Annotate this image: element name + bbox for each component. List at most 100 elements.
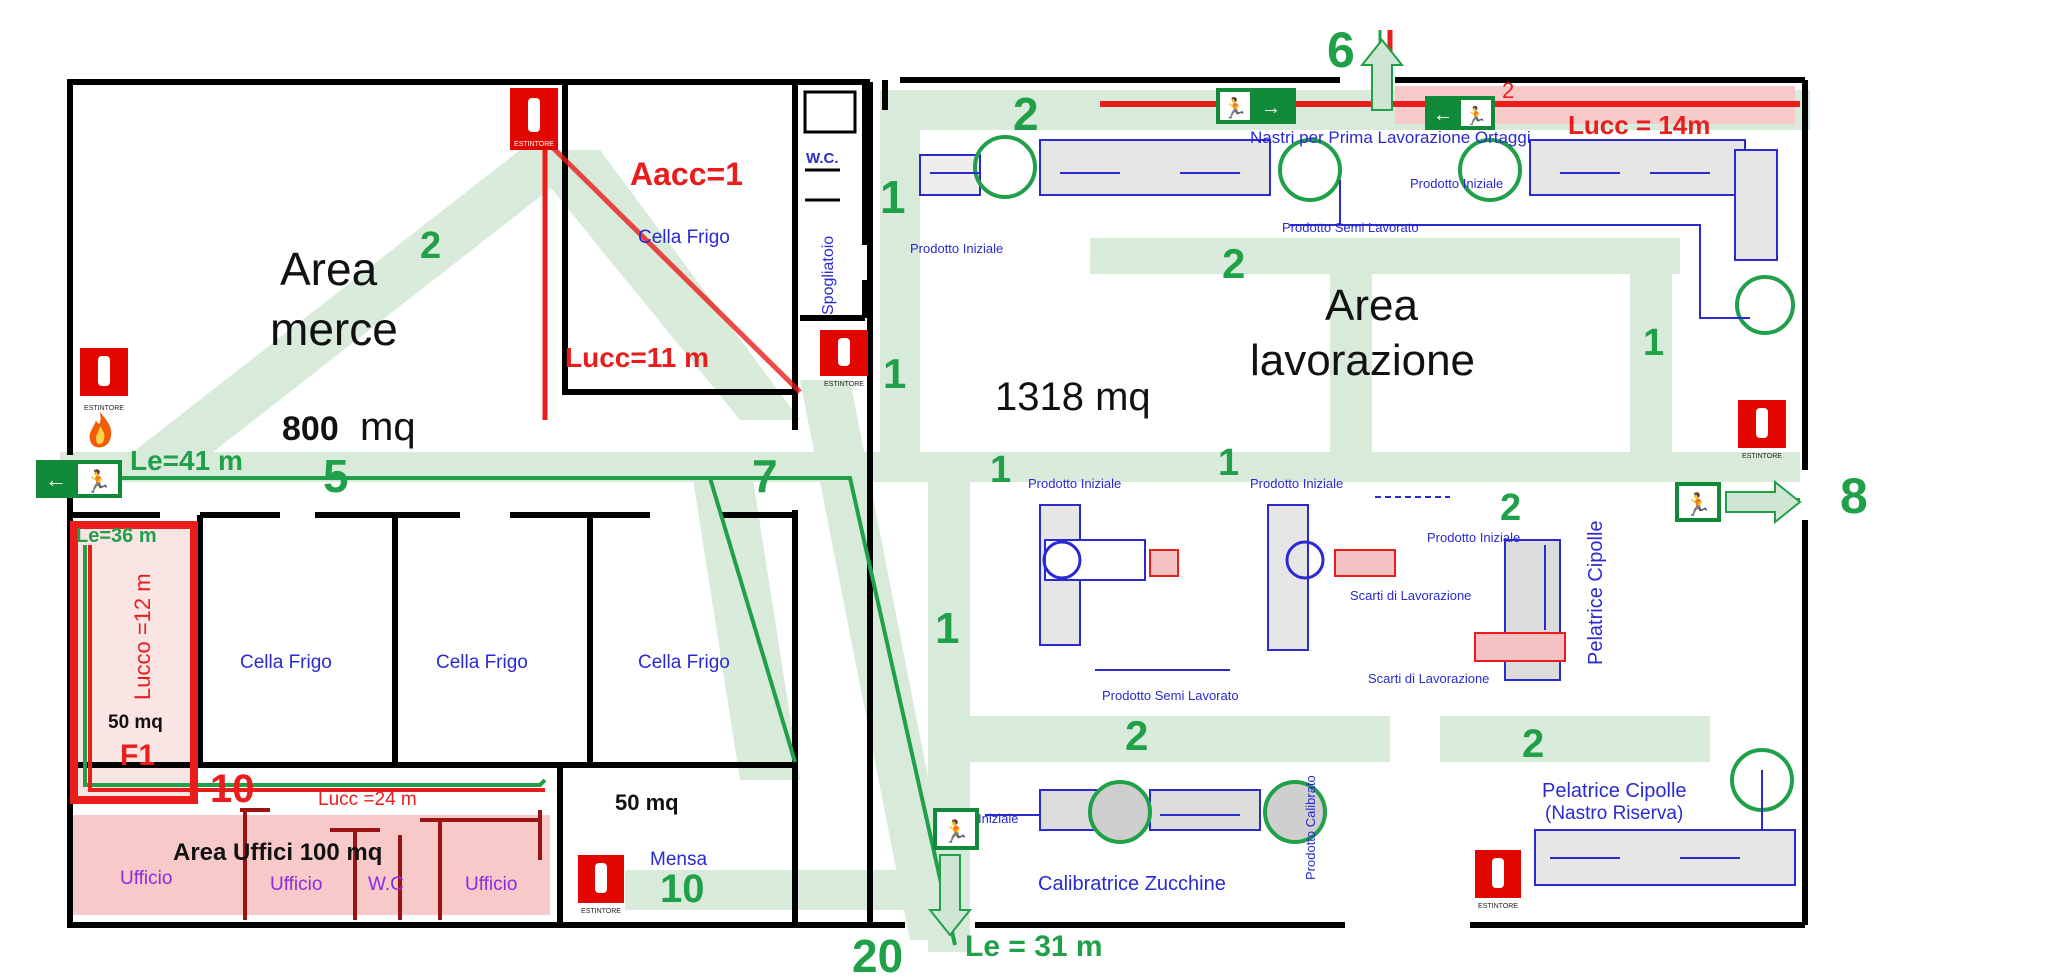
measure-le-31: Le = 31 m	[965, 930, 1103, 963]
route-number: 5	[323, 450, 349, 502]
route-number: 2	[1500, 487, 1521, 529]
measure-le-36: Le=36 m	[76, 525, 157, 547]
conveyor-top-2	[1529, 139, 1746, 196]
label-prodotto-iniziale: Prodotto Iniziale	[910, 241, 1003, 256]
svg-text:🏃: 🏃	[942, 819, 969, 844]
route-number: 10	[660, 867, 705, 911]
rotary-top-2	[1278, 138, 1342, 202]
svg-text:ESTINTORE: ESTINTORE	[84, 405, 124, 412]
route-number: 7	[752, 450, 778, 502]
label-prodotto-iniziale: Prodotto Iniziale	[1028, 476, 1121, 491]
room-spogliatoio: Spogliatoio	[820, 236, 837, 315]
label-nastri: Nastri per Prima Lavorazione Ortaggi	[1250, 128, 1531, 147]
area-lavorazione-line2: lavorazione	[1250, 336, 1475, 385]
route-number: 1	[1218, 442, 1239, 484]
area-merce-label-line2: merce	[270, 303, 398, 355]
conveyor-top-1	[1039, 139, 1271, 196]
exit-signs: ← 🏃 → 🏃 ← 🏃 🏃 🏃	[36, 38, 1802, 937]
machines	[919, 135, 1796, 886]
emergency-exit-icon: 🏃	[933, 808, 979, 850]
corridor-left-vertical	[880, 90, 920, 480]
label-pelatrice-vertical: Pelatrice Cipolle	[1585, 520, 1607, 665]
f1-size: 50 mq	[108, 712, 163, 733]
extinguisher-icon: ESTINTORE	[80, 348, 128, 412]
area-merce-label-line1: Area	[280, 243, 378, 295]
corridor-diagonal-2	[520, 150, 800, 420]
extinguisher-icon: ESTINTORE	[1475, 850, 1521, 910]
corridor-diagonal-merce	[110, 150, 600, 470]
route-number: 2	[1013, 88, 1039, 140]
route-number: 8	[1840, 468, 1868, 524]
svg-text:ESTINTORE: ESTINTORE	[514, 141, 554, 148]
svg-text:ESTINTORE: ESTINTORE	[824, 381, 864, 388]
corridor-center-horizontal	[1090, 238, 1680, 274]
corridor-diagonal-lower	[690, 460, 800, 780]
measure-small-2: 2	[1502, 78, 1514, 103]
route-number: 2	[420, 225, 441, 267]
calibratrice-body-2	[1149, 789, 1261, 831]
measure-lucc-14: Lucc = 14m	[1568, 110, 1710, 140]
office-walls	[240, 808, 542, 920]
svg-text:→: →	[1261, 97, 1281, 119]
corridor-mensa	[625, 870, 925, 910]
route-number: 2	[1125, 712, 1148, 759]
machine-mid-2-scarti	[1334, 549, 1396, 577]
svg-text:←: ←	[45, 467, 67, 492]
label-scarti: Scarti di Lavorazione	[1368, 671, 1489, 686]
label-prodotto-iniziale: Prodotto Iniziale	[1427, 530, 1520, 545]
room-mensa: Mensa	[650, 849, 707, 870]
rotary-top-3	[1458, 138, 1522, 202]
area-lavorazione-line1: Area	[1325, 281, 1418, 330]
extinguisher-icon: ESTINTORE	[820, 330, 868, 388]
measure-lucc-11: Lucc=11 m	[565, 342, 709, 373]
emergency-exit-icon: ← 🏃	[36, 460, 122, 498]
extinguisher-icon: ESTINTORE	[578, 855, 624, 915]
measure-le-41: Le=41 m	[130, 445, 243, 476]
exit-arrow-down-icon	[927, 854, 973, 937]
measure-lucc-12: Lucco =12 m	[130, 573, 155, 700]
svg-text:ESTINTORE: ESTINTORE	[581, 908, 621, 915]
room-wc-top: W.C.	[806, 150, 839, 167]
office-area-fill	[70, 815, 550, 915]
f1-label: F1	[120, 739, 155, 772]
wc-fixtures	[803, 90, 857, 202]
room-ufficio-2: Ufficio	[270, 874, 322, 895]
conveyor-top-3	[1734, 149, 1778, 261]
fire-icon	[89, 412, 112, 448]
svg-text:←: ←	[1433, 104, 1453, 126]
route-number: 1	[880, 171, 906, 223]
route-number: 1	[1643, 322, 1664, 364]
label-scarti: Scarti di Lavorazione	[1350, 588, 1471, 603]
route-number: 20	[852, 930, 903, 980]
route-number: 6	[1327, 22, 1355, 78]
pelatrice-scarti	[1474, 632, 1566, 662]
room-wc-office: W.C	[368, 874, 404, 895]
rotary-top-1	[973, 135, 1037, 199]
mensa-size: 50 mq	[615, 790, 679, 815]
svg-text:🏃: 🏃	[1223, 96, 1248, 120]
label-prodotto-iniziale: Prodotto Iniziale	[1250, 476, 1343, 491]
route-number: 1	[935, 604, 959, 653]
extinguisher-icon: ESTINTORE	[510, 88, 558, 150]
room-cella-frigo-2: Cella Frigo	[436, 652, 528, 673]
label-prodotto-calibrato: Prodotto Calibrato	[1303, 775, 1318, 880]
exit-arrow-right-icon	[1725, 479, 1802, 525]
corridor-mid-vertical	[1330, 238, 1372, 478]
emergency-exit-icon: ← 🏃	[1425, 96, 1495, 130]
room-cella-frigo-3: Cella Frigo	[638, 652, 730, 673]
exit-arrow-up-icon	[1359, 38, 1405, 111]
corridor-lower-right	[1440, 716, 1710, 762]
walls	[67, 77, 1808, 928]
emergency-exit-icon: → 🏃	[1216, 88, 1296, 124]
area-merce-size-unit: mq	[360, 405, 416, 449]
room-ufficio-3: Ufficio	[465, 874, 517, 895]
label-pelatrice-riserva-1: Pelatrice Cipolle	[1542, 780, 1687, 802]
svg-text:🏃: 🏃	[84, 469, 111, 494]
label-iniziale: Iniziale	[978, 811, 1018, 826]
measure-aacc: Aacc=1	[630, 156, 743, 192]
label-calibratrice: Calibratrice Zucchine	[1038, 873, 1226, 895]
machine-mid-1-scarti	[1149, 549, 1179, 577]
label-prodotto-semi-lavorato: Prodotto Semi Lavorato	[1282, 220, 1419, 235]
room-ufficio-1: Ufficio	[120, 868, 172, 889]
